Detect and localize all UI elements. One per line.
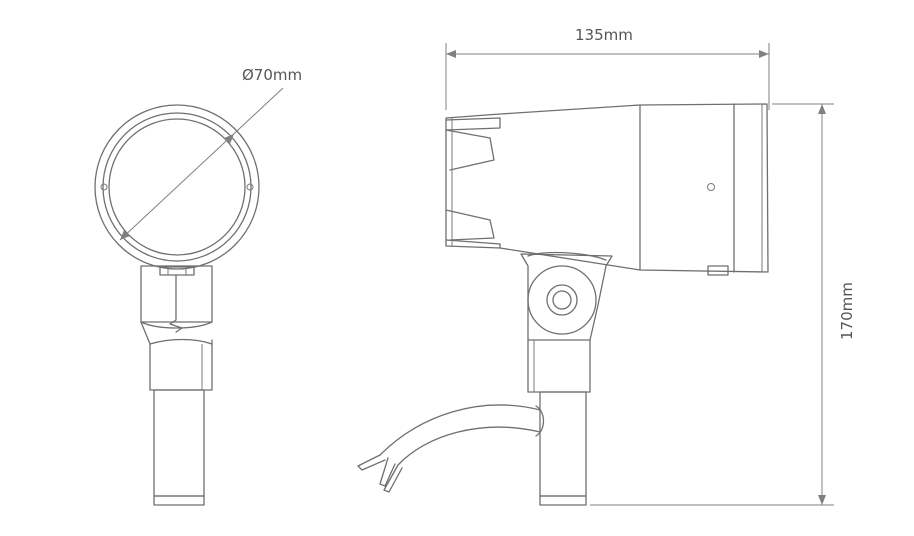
side-view: 135mm xyxy=(357,26,856,506)
front-bracket xyxy=(140,265,213,391)
diameter-dimension: Ø70mm xyxy=(119,66,302,241)
side-stake xyxy=(539,391,587,506)
cable xyxy=(357,404,545,493)
front-view: Ø70mm xyxy=(94,66,302,506)
length-dimension: 135mm xyxy=(445,26,770,110)
side-lamp-body xyxy=(445,103,769,276)
length-label: 135mm xyxy=(575,26,633,44)
height-dimension: 170mm xyxy=(590,103,856,506)
side-bracket xyxy=(520,251,613,393)
diameter-label: Ø70mm xyxy=(242,66,302,84)
front-stake xyxy=(153,389,205,506)
height-label: 170mm xyxy=(838,282,856,340)
front-lamp-head xyxy=(94,104,260,270)
